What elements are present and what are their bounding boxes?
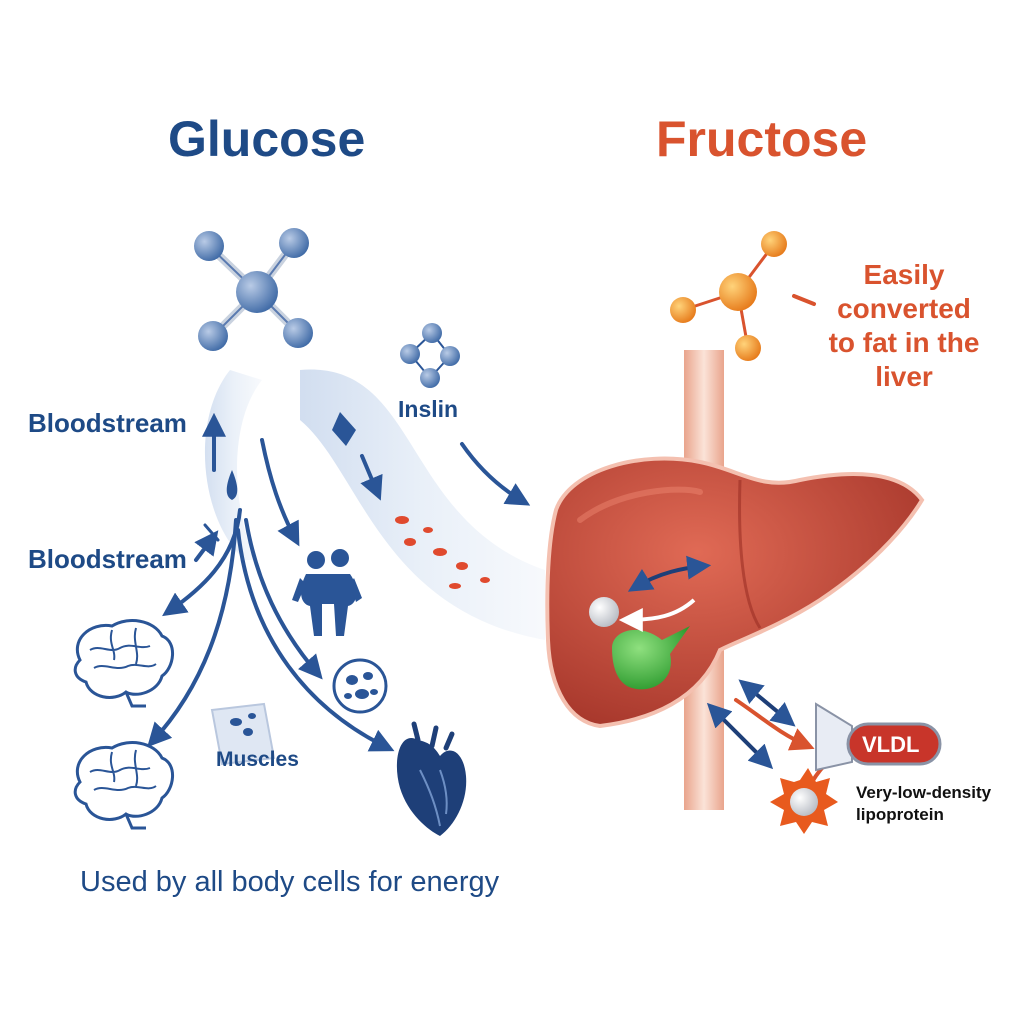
brain-icon <box>73 741 174 830</box>
glucose-title: Glucose <box>168 111 366 167</box>
gallbladder-icon <box>612 626 690 690</box>
lipoprotein-icon <box>770 768 838 834</box>
fructose-molecule-icon <box>670 231 816 361</box>
brain-icon <box>73 619 174 708</box>
vldl-capsule <box>815 702 942 772</box>
insulin-label: Inslin <box>398 396 459 422</box>
cell-icon <box>332 658 388 714</box>
heart-icon <box>396 721 467 836</box>
liver-internal-arrows <box>589 555 712 632</box>
liver-icon <box>545 456 925 729</box>
insulin-molecule-icon <box>400 323 460 388</box>
blood-drop-icon <box>226 470 238 500</box>
glucose-usage-caption: Used by all body cells for energy <box>80 866 500 898</box>
bloodstream-label-upper: Bloodstream <box>28 408 187 438</box>
vldl-full-name: Very-low-density lipoprotein <box>856 783 992 824</box>
muscles-label: Muscles <box>216 748 299 771</box>
fructose-title: Fructose <box>656 111 868 167</box>
bloodstream-band <box>204 369 545 640</box>
blood-drop-icon <box>332 412 356 446</box>
red-blood-cells <box>395 516 490 589</box>
glucose-molecule-icon <box>194 228 313 351</box>
muscle-cell-icon <box>210 702 276 766</box>
glucose-flow-arrows <box>147 412 531 752</box>
human-figure-icon <box>292 549 362 636</box>
vldl-label: VLDL <box>862 732 920 757</box>
bloodstream-label-lower: Bloodstream <box>28 544 187 574</box>
fructose-conversion-caption: Easily converted to fat in the liver <box>828 259 980 392</box>
